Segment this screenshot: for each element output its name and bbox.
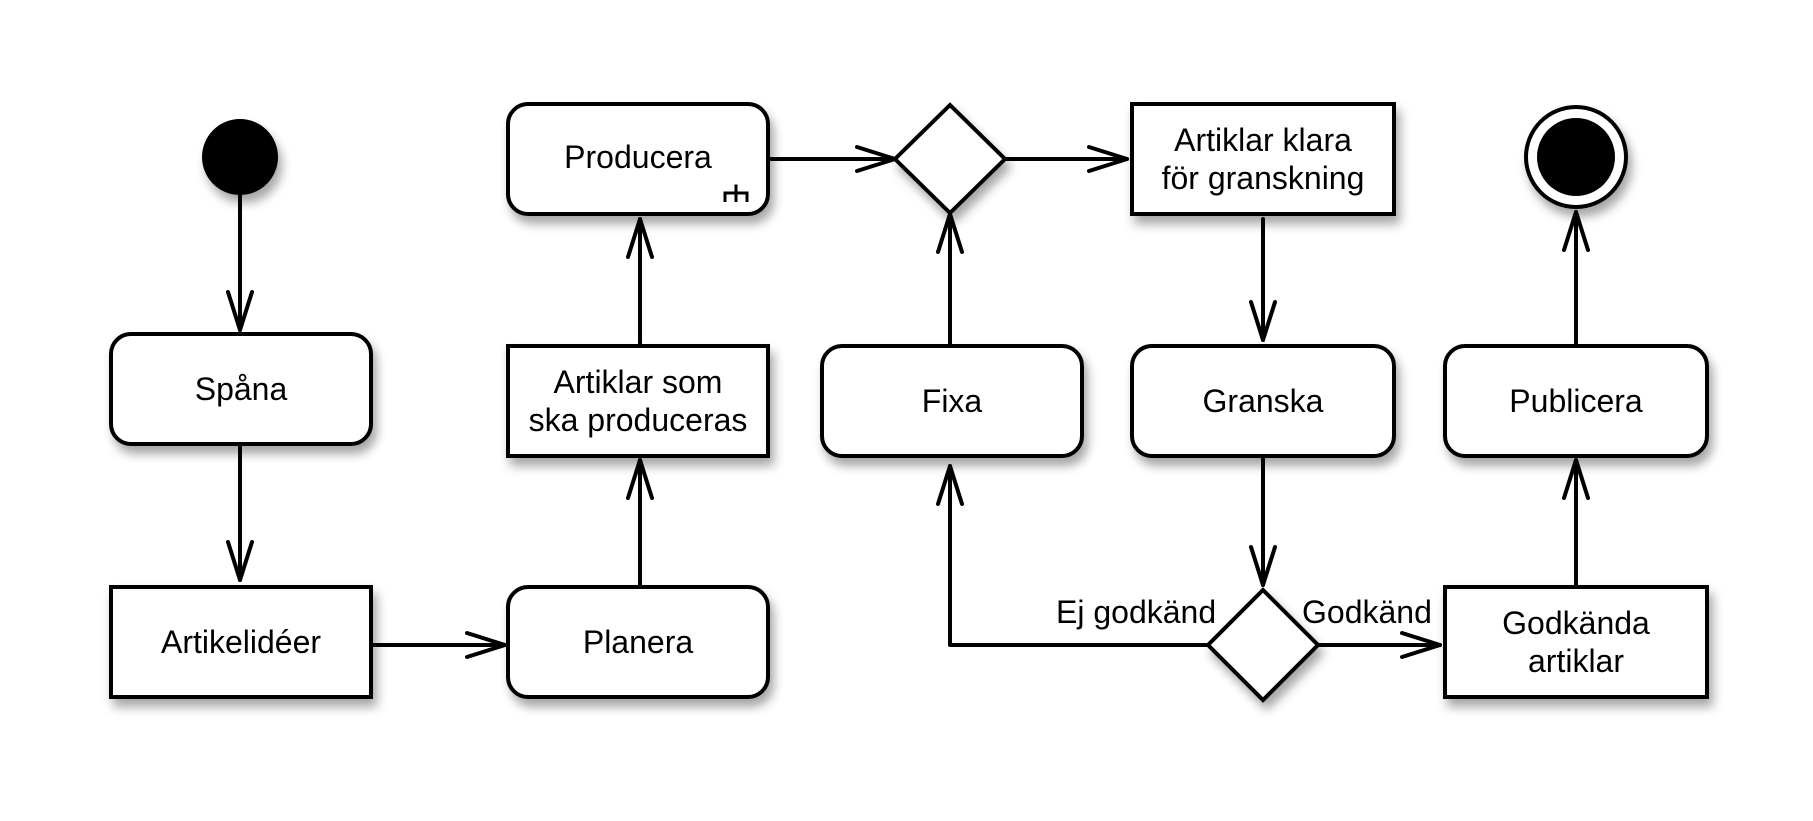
arrowhead xyxy=(465,631,507,659)
merge-diamond-icon xyxy=(892,102,1008,216)
node-label: Artiklar som ska produceras xyxy=(528,364,748,438)
initial-node-icon xyxy=(202,119,278,195)
arrowhead xyxy=(1400,631,1442,659)
object-artikelideer[interactable]: Artikelidéer xyxy=(109,585,373,699)
action-producera[interactable]: Producera xyxy=(506,102,770,216)
arrowhead xyxy=(1249,545,1277,587)
action-publicera[interactable]: Publicera xyxy=(1443,344,1709,458)
edge-decision-fixa xyxy=(948,464,1210,647)
decision-diamond-icon xyxy=(1205,587,1321,703)
action-spana[interactable]: Spåna xyxy=(109,332,373,446)
node-label: Artiklar klara för granskning xyxy=(1161,122,1365,196)
arrowhead xyxy=(1249,300,1277,342)
action-granska[interactable]: Granska xyxy=(1130,344,1396,458)
node-label: Publicera xyxy=(1509,383,1643,419)
object-artiklar-som-ska-produceras[interactable]: Artiklar som ska produceras xyxy=(506,344,770,458)
arrowhead xyxy=(626,458,654,500)
arrowhead xyxy=(626,217,654,259)
node-label: Granska xyxy=(1202,383,1324,419)
arrowhead xyxy=(1562,458,1590,500)
object-artiklar-klara-for-granskning[interactable]: Artiklar klara för granskning xyxy=(1130,102,1396,216)
node-label: Producera xyxy=(564,139,712,175)
rake-icon xyxy=(723,184,749,202)
object-godkanda-artiklar[interactable]: Godkända artiklar xyxy=(1443,585,1709,699)
node-label: Planera xyxy=(582,624,694,660)
node-label: Godkända artiklar xyxy=(1502,605,1650,679)
arrowhead xyxy=(1562,210,1590,252)
action-planera[interactable]: Planera xyxy=(506,585,770,699)
guard-label-godkand: Godkänd xyxy=(1302,594,1432,630)
arrowhead xyxy=(1087,145,1129,173)
arrowhead xyxy=(936,464,964,506)
action-fixa[interactable]: Fixa xyxy=(820,344,1084,458)
node-label: Spåna xyxy=(194,371,288,407)
arrowhead xyxy=(226,540,254,582)
guard-label-ej-godkand: Ej godkänd xyxy=(1056,594,1217,630)
arrowhead xyxy=(226,290,254,332)
final-node-icon xyxy=(1524,105,1628,209)
node-label: Artikelidéer xyxy=(160,624,322,660)
node-label: Fixa xyxy=(921,383,983,419)
